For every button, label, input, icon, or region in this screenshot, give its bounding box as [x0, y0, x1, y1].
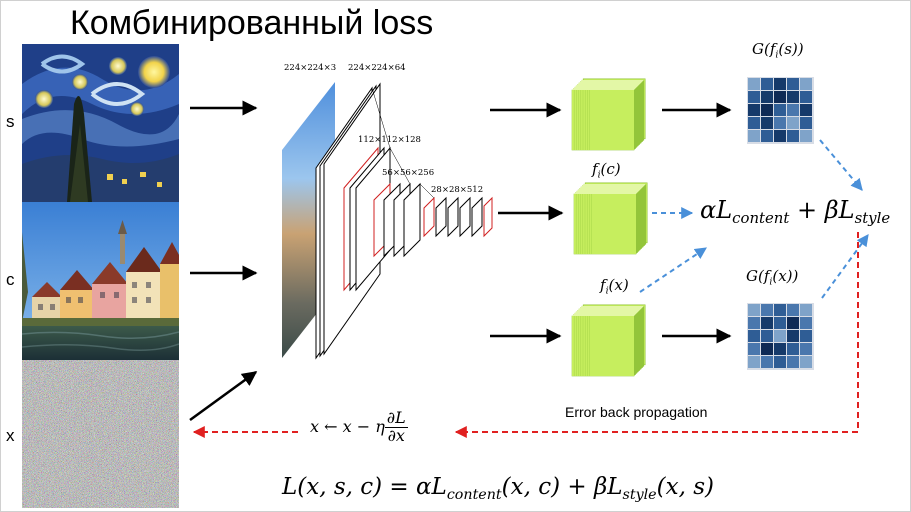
content-image	[22, 202, 179, 360]
arrow-style-gram-to-loss	[819, 139, 863, 191]
style-feature-cube	[571, 78, 646, 151]
arrow-noise-to-vgg	[189, 370, 258, 422]
total-loss-formula: L(x, s, c) = αLcontent(x, c) + βLstyle(x…	[282, 474, 714, 503]
vgg-network	[282, 82, 493, 360]
error-path-right	[454, 232, 859, 438]
noise-image	[22, 360, 179, 508]
style-gram-matrix	[747, 77, 814, 144]
row-label-c: c	[6, 270, 15, 289]
content-feature-cube	[573, 182, 648, 255]
arrow-generated-to-loss	[639, 247, 707, 293]
row-label-x: x	[6, 426, 15, 445]
layer-label-2: 224×224×64	[348, 63, 406, 73]
slide-title: Комбинированный loss	[70, 4, 434, 42]
arrow-generated-gram-to-loss	[821, 234, 869, 299]
row-label-s: s	[6, 112, 15, 131]
label-generated-features: fi(x)	[600, 276, 629, 297]
update-rule: x ← x − η∂L∂x	[310, 408, 408, 445]
label-content-features: fi(c)	[592, 160, 621, 181]
label-gram-style: G(fi(s))	[752, 40, 804, 61]
layer-label-4: 56×56×256	[382, 168, 435, 178]
label-gram-generated: G(fi(x))	[746, 267, 799, 288]
error-backprop-label: Error back propagation	[565, 404, 708, 420]
combined-loss-expression: αLcontent + βLstyle	[700, 196, 891, 228]
layer-label-1: 224×224×3	[284, 63, 337, 73]
generated-feature-cube	[571, 304, 646, 377]
style-image	[22, 44, 179, 202]
layer-label-3: 112×112×128	[358, 135, 421, 145]
update-rule-fraction: ∂L∂x	[384, 408, 408, 445]
layer-label-5: 28×28×512	[431, 185, 484, 195]
generated-gram-matrix	[747, 303, 814, 370]
